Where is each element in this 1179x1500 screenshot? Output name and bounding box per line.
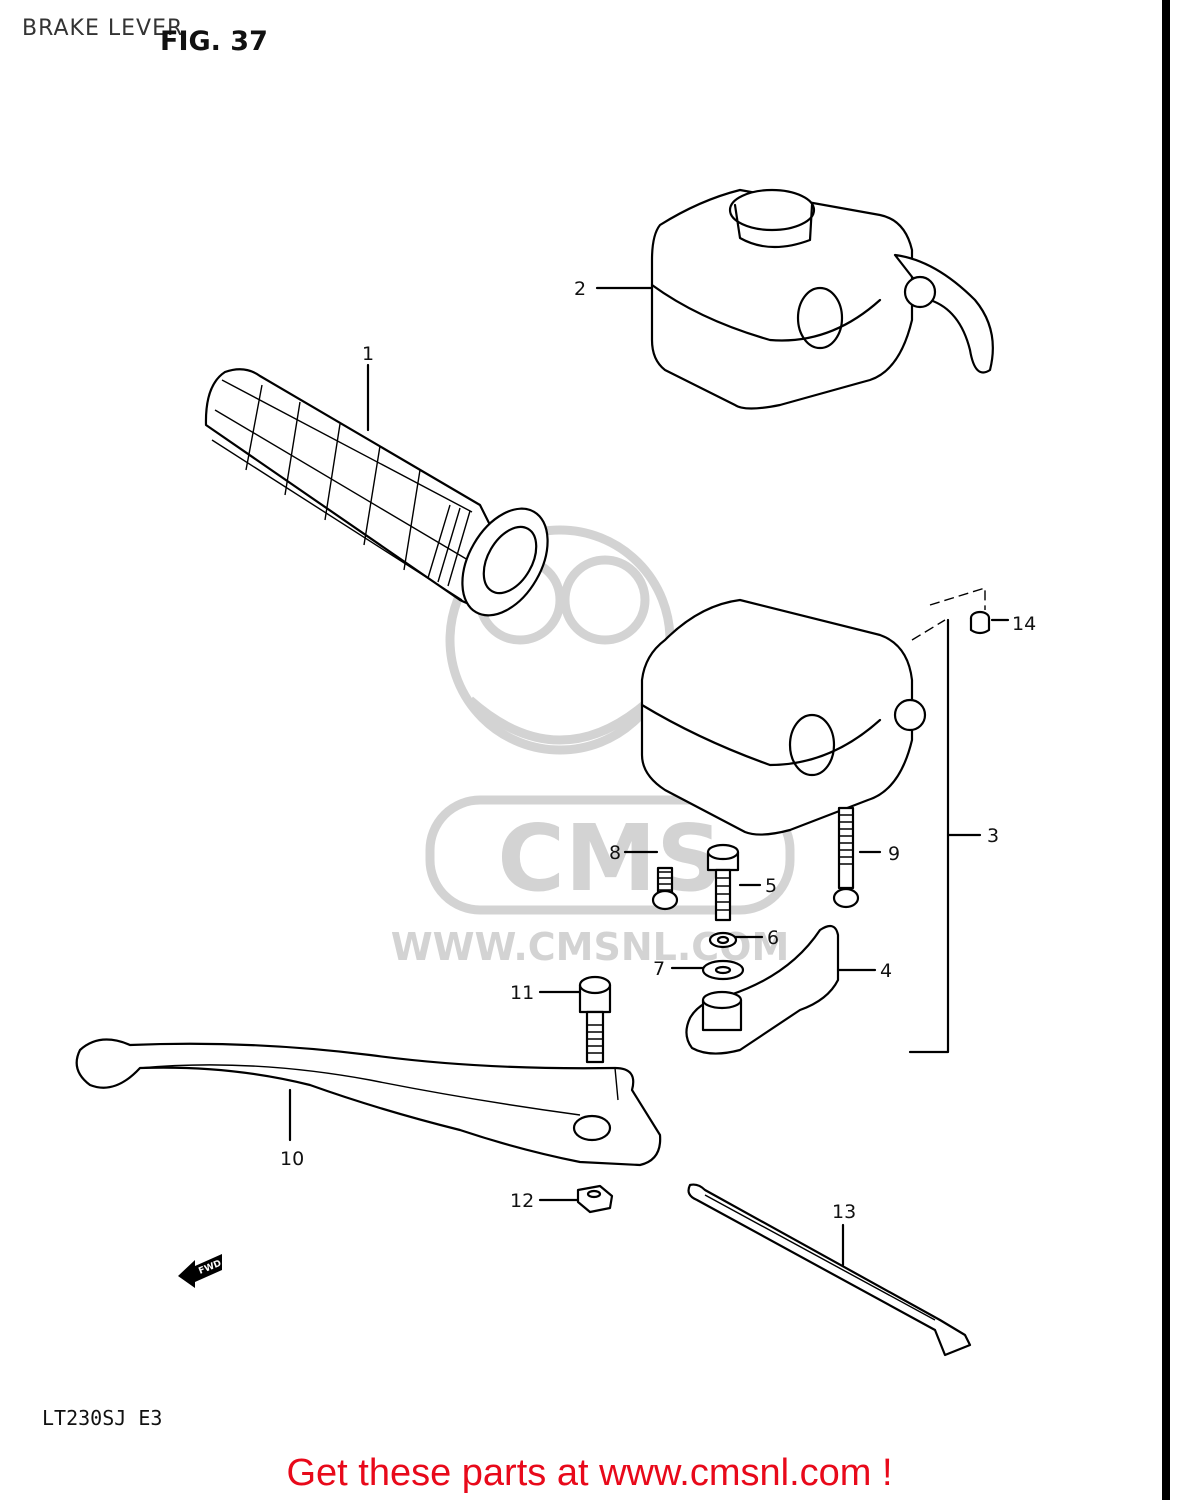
part-bolt-5 [706,843,740,922]
part-brake-lever [75,1038,662,1167]
part-cap-14 [969,610,991,635]
part-screw-8 [651,866,679,911]
callout-2: 2 [574,278,586,300]
right-border [1162,0,1170,1500]
part-washer-6 [708,931,738,949]
callout-14: 14 [1012,613,1036,635]
leader-lines [288,286,1010,1267]
callout-5: 5 [765,875,777,897]
part-bolt-11 [578,975,612,1064]
callout-8: 8 [609,842,621,864]
callout-11: 11 [510,982,534,1004]
callout-13: 13 [832,1201,856,1223]
footer-link-text[interactable]: Get these parts at www.cmsnl.com ! [286,1452,893,1494]
model-code: LT230SJ E3 [42,1406,163,1430]
figure-number: FIG. 37 [160,26,268,57]
part-housing-upper [650,188,994,410]
callout-10: 10 [280,1148,304,1170]
part-cable-tie [687,1183,972,1357]
part-washer-7 [701,959,745,981]
part-nut-12 [576,1184,614,1214]
callout-6: 6 [767,927,779,949]
diagram-section-title: BRAKE LEVER [22,16,184,41]
part-grip [204,368,549,617]
watermark-logo: CMS [497,805,722,912]
part-housing-lower [640,587,986,836]
callout-3: 3 [987,825,999,847]
callout-7: 7 [653,958,665,980]
fwd-direction-arrow: FWD [178,1254,223,1288]
callout-4: 4 [880,960,892,982]
callout-bracket-3 [908,618,950,1054]
part-bracket-4 [685,924,840,1055]
callout-1: 1 [362,343,374,365]
callout-9: 9 [888,843,900,865]
part-screw-9 [832,806,860,909]
callout-12: 12 [510,1190,534,1212]
